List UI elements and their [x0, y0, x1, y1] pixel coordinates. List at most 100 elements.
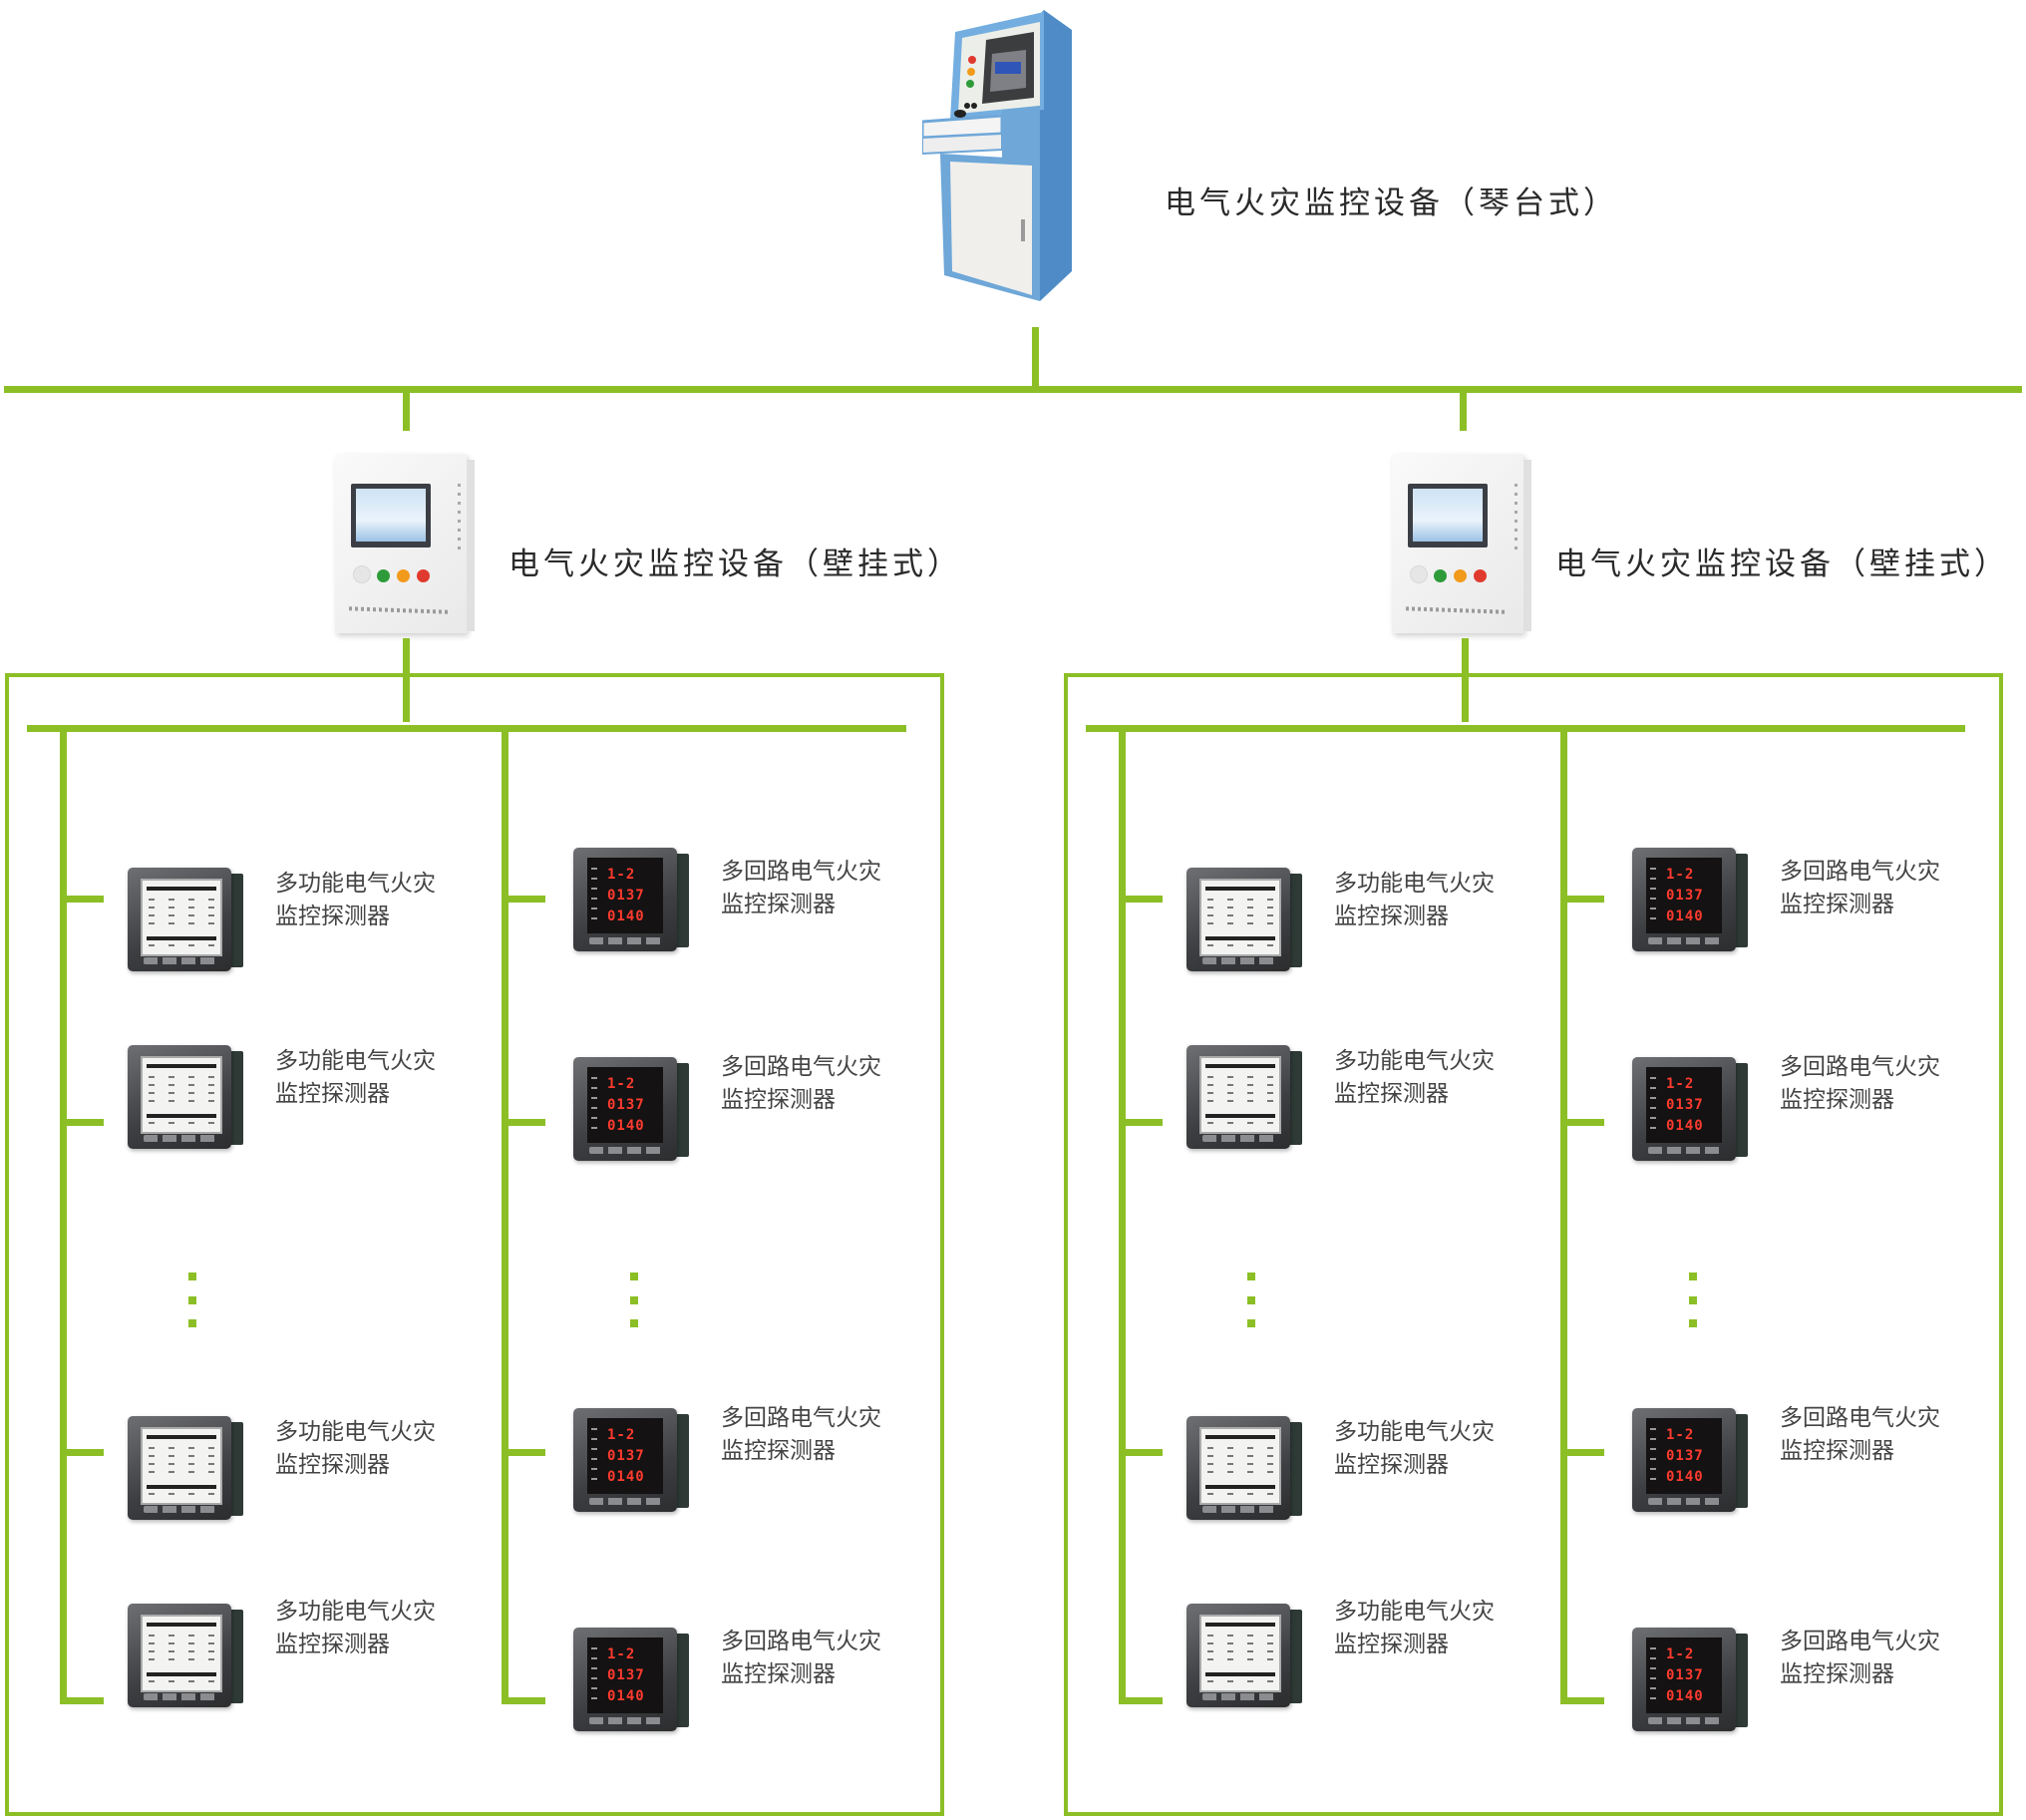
detector-label-line1: 多功能电气火灾	[275, 871, 436, 897]
led-readout-text: 1-2	[607, 1076, 636, 1092]
branch-tie-line	[1119, 1697, 1163, 1704]
detector-label-line2: 监控探测器	[721, 892, 836, 917]
indicator-red-icon	[417, 569, 430, 582]
detector-label: 多功能电气火灾监控探测器	[275, 1416, 436, 1482]
led-readout-text: 1-2	[1666, 867, 1695, 883]
detector-label-line1: 多功能电气火灾	[1334, 871, 1495, 897]
branch-tie-line	[1119, 896, 1163, 903]
branch-tie-line	[1560, 1449, 1604, 1456]
detector-label-line2: 监控探测器	[1780, 892, 1894, 917]
indicator-green-icon	[377, 569, 390, 582]
multifunction-detector-icon	[128, 1416, 245, 1524]
meter-display	[1199, 1427, 1281, 1505]
wall-mount-monitor-left	[335, 454, 475, 633]
led-readout-text: 0137	[1666, 1448, 1704, 1464]
branch-tie-line	[502, 896, 545, 903]
branch-tie-line	[60, 1449, 104, 1456]
meter-keys	[144, 957, 215, 964]
branch-tie-line	[1119, 1119, 1163, 1126]
detector-label-line2: 监控探测器	[275, 1081, 390, 1107]
meter-keys	[589, 1717, 661, 1724]
led-readout-text: 1-2	[1666, 1646, 1695, 1662]
multicircuit-detector-icon: 1-2 0137 0140	[1632, 848, 1750, 955]
wall-left-label: 电气火灾监控设备（壁挂式）	[508, 546, 962, 582]
meter-display: 1-2 0137 0140	[1646, 858, 1722, 933]
detector-label: 多功能电气火灾监控探测器	[1334, 1416, 1495, 1482]
meter-keys	[144, 1506, 215, 1513]
ellipsis-dot-icon	[188, 1296, 196, 1304]
detector-label: 多回路电气火灾监控探测器	[721, 1626, 881, 1691]
ellipsis-dot-icon	[1689, 1296, 1697, 1304]
ellipsis-dot-icon	[630, 1273, 638, 1280]
meter-keys	[1648, 1498, 1720, 1505]
branch-tie-line	[60, 896, 104, 903]
ellipsis-dot-icon	[1247, 1273, 1255, 1280]
led-readout-text: 0140	[607, 1118, 645, 1134]
meter-keys	[1648, 937, 1720, 944]
console-connector-line	[1032, 327, 1039, 389]
ellipsis-dot-icon	[1689, 1273, 1697, 1280]
meter-keys	[1648, 1717, 1720, 1724]
led-readout-text: 0140	[1666, 1688, 1704, 1704]
branch-line	[1560, 728, 1567, 1702]
detector-label-line2: 监控探测器	[1780, 1087, 1894, 1113]
detector-label-line1: 多功能电气火灾	[1334, 1048, 1495, 1074]
detector-label: 多功能电气火灾监控探测器	[275, 868, 436, 933]
detector-label-line2: 监控探测器	[1780, 1661, 1894, 1687]
meter-display	[141, 879, 222, 956]
console-cabinet-icon	[920, 10, 1072, 301]
detector-label-line1: 多回路电气火灾	[721, 1405, 881, 1431]
indicator-green-icon	[1434, 569, 1447, 582]
detector-label-line2: 监控探测器	[275, 1452, 390, 1478]
meter-display	[141, 1427, 222, 1505]
detector-label: 多回路电气火灾监控探测器	[721, 1402, 881, 1468]
detector-label: 多回路电气火灾监控探测器	[1780, 1626, 1940, 1691]
led-readout-text: 0137	[607, 1097, 645, 1113]
multifunction-detector-icon	[1186, 1416, 1304, 1524]
meter-display: 1-2 0137 0140	[587, 1067, 663, 1143]
wallbox-side	[467, 460, 475, 631]
ellipsis-dot-icon	[188, 1319, 196, 1327]
wallbox-drop-line	[1462, 638, 1469, 722]
detector-label-line1: 多功能电气火灾	[275, 1419, 436, 1445]
detector-label-line1: 多回路电气火灾	[1780, 859, 1940, 885]
wallbox-vents	[1515, 484, 1518, 553]
meter-display	[1199, 879, 1281, 956]
ellipsis-dot-icon	[1247, 1296, 1255, 1304]
led-readout-text: 0137	[607, 888, 645, 904]
led-readout-text: 1-2	[1666, 1427, 1695, 1443]
detector-label-line2: 监控探测器	[1334, 1452, 1449, 1478]
wall-right-label: 电气火灾监控设备（壁挂式）	[1555, 546, 2009, 582]
led-readout-text: 1-2	[1666, 1076, 1695, 1092]
group-bus-line	[1086, 725, 1965, 732]
detector-label-line2: 监控探测器	[721, 1438, 836, 1464]
meter-keys	[1648, 1147, 1720, 1154]
wallbox-nameplate	[348, 606, 450, 614]
wallbox-screen	[1408, 484, 1488, 547]
detector-label-line2: 监控探测器	[1780, 1438, 1894, 1464]
main-bus-line	[4, 386, 2022, 393]
led-readout-text: 0137	[1666, 888, 1704, 904]
meter-display	[141, 1615, 222, 1692]
detector-label-line2: 监控探测器	[1334, 1081, 1449, 1107]
detector-label: 多回路电气火灾监控探测器	[721, 1051, 881, 1117]
detector-label-line1: 多回路电气火灾	[721, 1629, 881, 1654]
multifunction-detector-icon	[128, 868, 245, 975]
detector-label: 多功能电气火灾监控探测器	[275, 1045, 436, 1111]
led-readout-text: 0140	[1666, 909, 1704, 924]
branch-tie-line	[502, 1449, 545, 1456]
detector-label-line1: 多功能电气火灾	[1334, 1599, 1495, 1625]
branch-tie-line	[502, 1697, 545, 1704]
wallbox-drop-line	[403, 638, 410, 722]
branch-tie-line	[60, 1697, 104, 1704]
console-device-label: 电气火灾监控设备（琴台式）	[1165, 185, 1618, 221]
multifunction-detector-icon	[1186, 1045, 1304, 1153]
ellipsis-dot-icon	[630, 1296, 638, 1304]
wallbox-side	[1523, 460, 1531, 631]
branch-tie-line	[1560, 1119, 1604, 1126]
detector-label: 多回路电气火灾监控探测器	[1780, 1051, 1940, 1117]
